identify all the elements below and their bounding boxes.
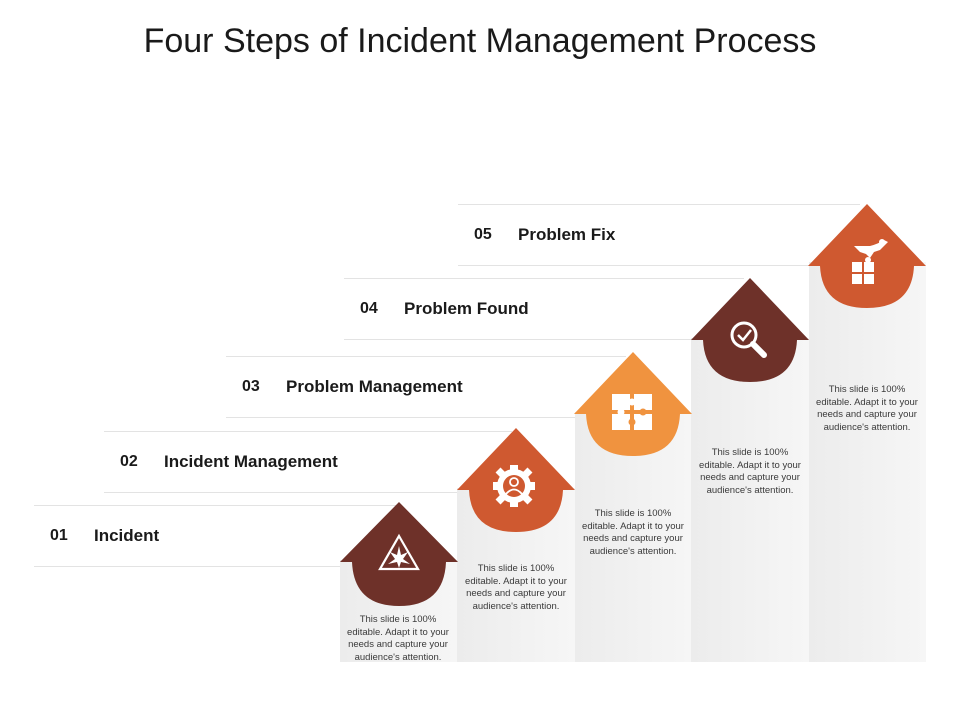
step-label: Problem Management bbox=[286, 377, 463, 396]
step-number: 02 bbox=[120, 453, 138, 470]
gear-user-icon bbox=[493, 465, 535, 507]
step-band-02: 02 Incident Management bbox=[104, 431, 512, 493]
step-description-04: This slide is 100% editable. Adapt it to… bbox=[699, 447, 801, 496]
arrow-head-04 bbox=[691, 278, 809, 386]
step-column-04 bbox=[691, 338, 809, 662]
warning-triangle-icon bbox=[378, 533, 420, 571]
arrow-head-02 bbox=[457, 428, 575, 536]
step-number: 03 bbox=[242, 378, 260, 395]
arrow-head-03 bbox=[574, 352, 692, 460]
step-description-01: This slide is 100% editable. Adapt it to… bbox=[347, 614, 449, 663]
step-label: Problem Found bbox=[404, 299, 529, 318]
hand-puzzle-icon bbox=[852, 239, 888, 284]
step-label: Incident bbox=[94, 526, 160, 545]
step-band-04: 04 Problem Found bbox=[344, 278, 744, 340]
step-description-03: This slide is 100% editable. Adapt it to… bbox=[582, 508, 684, 557]
step-label: Incident Management bbox=[164, 452, 338, 471]
step-number: 01 bbox=[50, 527, 68, 544]
step-column-05 bbox=[809, 262, 926, 662]
step-band-01: 01 Incident bbox=[34, 505, 396, 567]
step-description-05: This slide is 100% editable. Adapt it to… bbox=[816, 384, 918, 433]
magnifier-check-icon bbox=[730, 321, 767, 358]
puzzle-icon bbox=[612, 394, 652, 430]
page-title: Four Steps of Incident Management Proces… bbox=[143, 22, 817, 60]
arrow-head-05 bbox=[808, 204, 926, 312]
step-label: Problem Fix bbox=[518, 225, 616, 244]
step-band-05: 05 Problem Fix bbox=[458, 204, 860, 266]
step-band-03: 03 Problem Management bbox=[226, 356, 626, 418]
arrow-head-01 bbox=[340, 502, 458, 610]
step-description-02: This slide is 100% editable. Adapt it to… bbox=[465, 563, 567, 612]
step-number: 04 bbox=[360, 300, 378, 317]
step-number: 05 bbox=[474, 226, 492, 243]
